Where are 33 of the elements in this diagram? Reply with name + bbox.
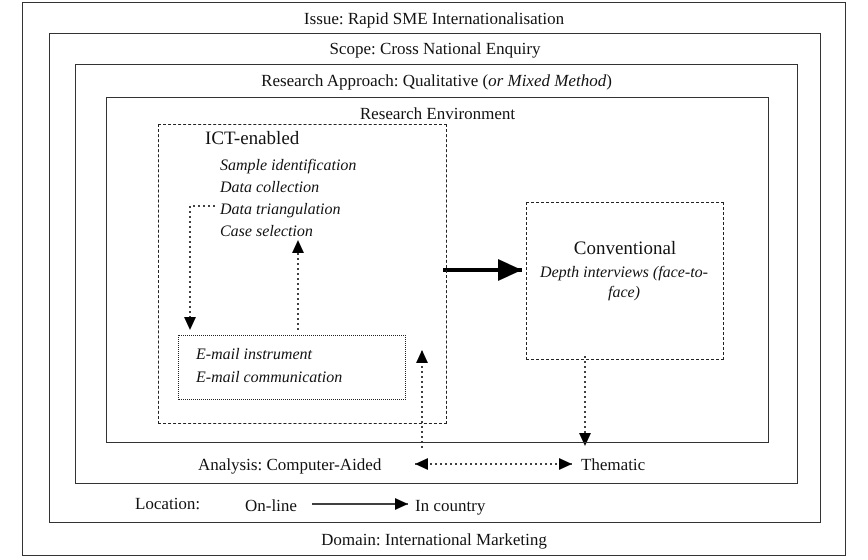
frame-title: Issue: Rapid SME Internationalisation [304,9,564,29]
node-text: In country [415,494,486,518]
scope-frame [49,33,821,523]
node-text: On-line [245,494,297,518]
list-item: Data triangulation [220,200,340,220]
node-text: Thematic [581,453,646,477]
arrow [415,458,572,470]
approach-frame [75,64,798,484]
box-title: ICT-enabled [205,129,300,149]
frame-footer: Domain: International Marketing [321,530,547,550]
row-label: Location: [135,493,200,515]
box-text: Depth interviews (face-to-face) [538,263,709,303]
arrow [184,205,215,330]
dashed-box [158,124,447,424]
list-item: Data collection [220,178,320,198]
arrow [579,356,591,446]
box-title: Research Approach: Qualitative (or Mixed Method) [261,71,612,91]
arrow [292,240,304,330]
box-text: E-mail communication [196,368,342,388]
node-text: Analysis: Computer-Aided [198,453,382,477]
box-title: E-mail instrument [196,345,312,365]
list-item: Sample identification [220,156,356,176]
dotted-box [178,335,406,400]
list-item: Case selection [220,222,313,242]
box-title: Research Environment [360,104,516,124]
arrow [312,498,408,510]
dashed-box [526,202,724,360]
environment-frame [106,97,769,443]
arrow [416,350,428,448]
outer-frame [22,2,846,556]
box-title: Scope: Cross National Enquiry [329,39,541,59]
box-title: Conventional [574,239,676,259]
arrow [443,259,522,281]
